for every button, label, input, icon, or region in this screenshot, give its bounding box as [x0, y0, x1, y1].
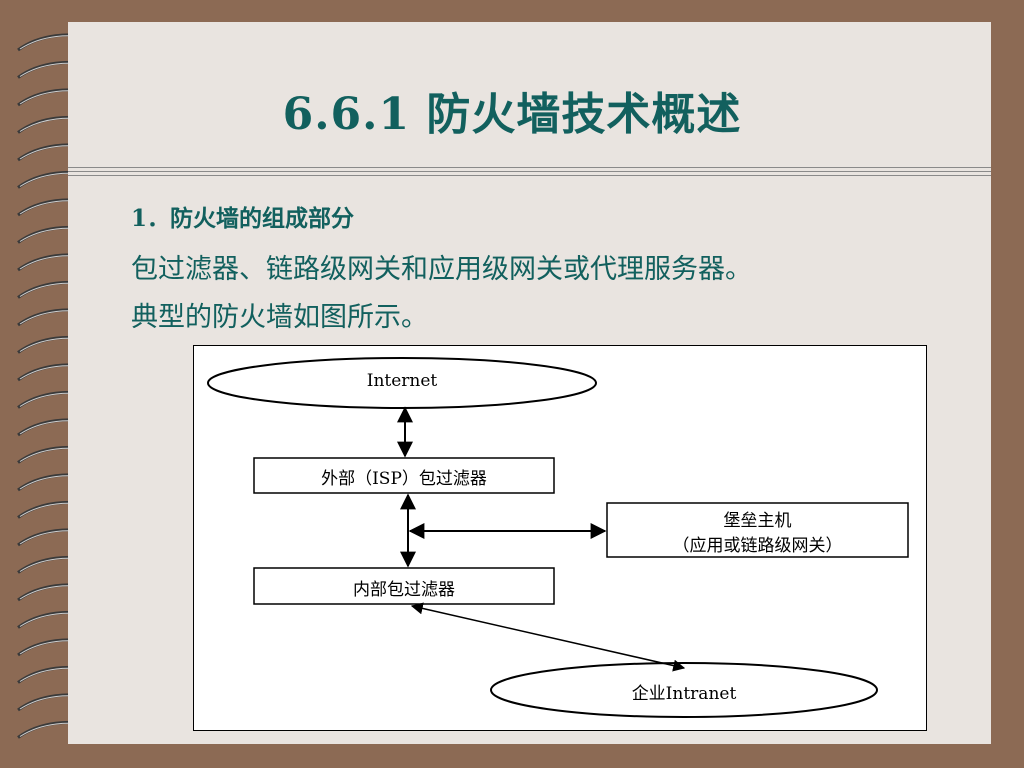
firewall-diagram: Internet 外部（ISP）包过滤器 堡垒主机 （应用或链路级网关） 内部包… [193, 345, 927, 731]
title-divider [68, 171, 991, 172]
title-divider [68, 175, 991, 176]
external-filter-box [253, 457, 555, 494]
slide-title: 6.6.1 防火墙技术概述 [282, 89, 742, 140]
bastion-host-label: 堡垒主机 [723, 511, 792, 531]
internet-label: Internet [366, 371, 438, 391]
body-text-line: 包过滤器、链路级网关和应用级网关或代理服务器。 [131, 254, 752, 285]
diagram-canvas [207, 357, 909, 718]
title-divider [68, 167, 991, 168]
internal-filter-label: 内部包过滤器 [353, 580, 455, 600]
body-text-line: 典型的防火墙如图所示。 [131, 302, 428, 333]
internal-filter-box [253, 567, 555, 605]
internal-intranet-arrow [410, 602, 686, 672]
section-heading: 1．防火墙的组成部分 [131, 205, 355, 232]
bastion-host-sublabel: （应用或链路级网关） [672, 536, 843, 556]
external-filter-label: 外部（ISP）包过滤器 [321, 469, 487, 489]
bastion-host-box [606, 502, 909, 558]
intranet-label: 企业Intranet [631, 684, 737, 704]
